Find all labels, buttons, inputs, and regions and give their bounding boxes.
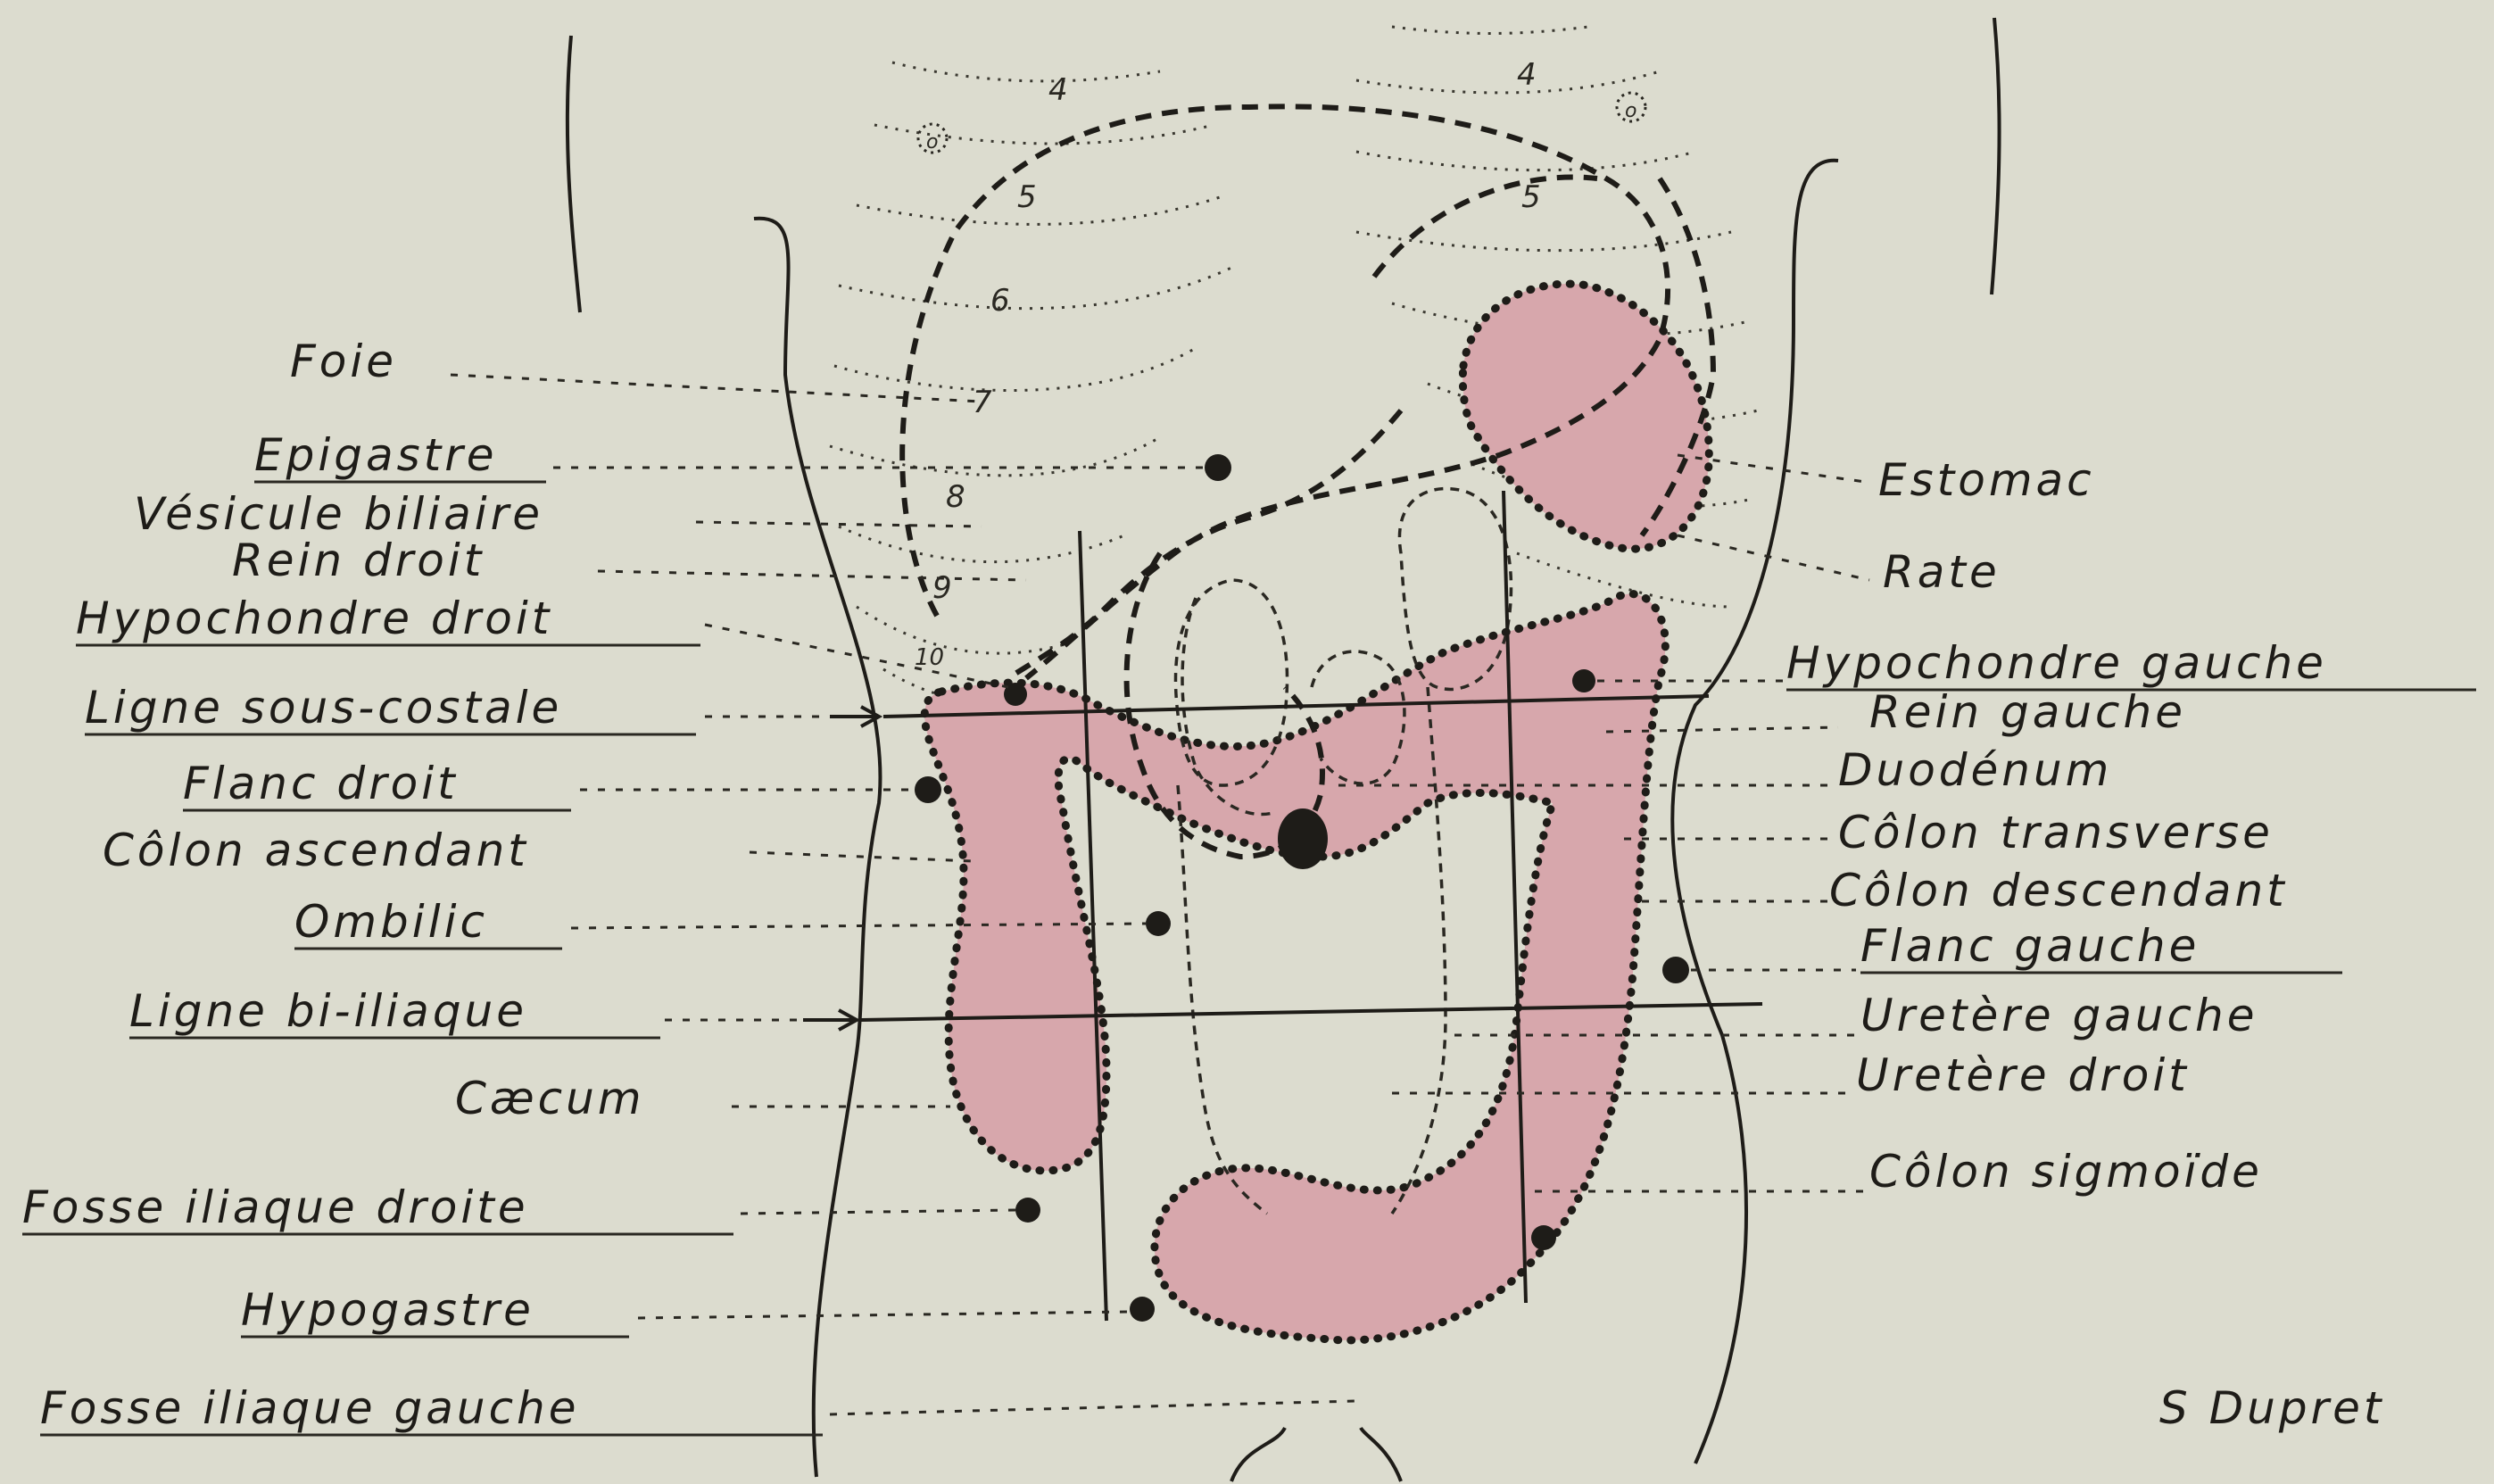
- label-fosse-iliaque-gauche: Fosse iliaque gauche: [40, 1382, 580, 1434]
- rib-number-5-right: 5: [1017, 179, 1037, 215]
- label-epigastre: Epigastre: [254, 429, 498, 481]
- label-duodenum: Duodénum: [1838, 744, 2112, 796]
- rib-number-4-right: 4: [1048, 72, 1068, 108]
- ombilic-mark: [1278, 808, 1328, 869]
- label-uretere-droit: Uretère droit: [1856, 1049, 2190, 1101]
- label-colon-ascendant: Côlon ascendant: [103, 825, 529, 876]
- signature: S Dupret: [2159, 1382, 2384, 1434]
- nipple-left-mark: o: [1625, 100, 1636, 122]
- label-fosse-iliaque-droite: Fosse iliaque droite: [22, 1181, 529, 1233]
- label-colon-transverse: Côlon transverse: [1838, 807, 2274, 858]
- label-colon-sigmoide: Côlon sigmoïde: [1869, 1146, 2263, 1198]
- labels-left: Foie Epigastre Vésicule biliaire Rein dr…: [22, 336, 823, 1435]
- label-rein-gauche: Rein gauche: [1869, 686, 2186, 738]
- label-caecum: Cæcum: [455, 1073, 645, 1124]
- label-ligne-bi-iliaque: Ligne bi-iliaque: [129, 985, 527, 1037]
- rib-number-7-right: 7: [973, 385, 992, 420]
- label-hypochondre-droit: Hypochondre droit: [76, 593, 552, 644]
- label-hypochondre-gauche: Hypochondre gauche: [1786, 637, 2327, 689]
- label-flanc-gauche: Flanc gauche: [1860, 920, 2200, 972]
- rib-number-9-right: 9: [932, 570, 952, 606]
- label-colon-descendant: Côlon descendant: [1829, 865, 2288, 916]
- label-estomac: Estomac: [1878, 454, 2095, 506]
- spleen-shape: [1462, 284, 1709, 549]
- label-flanc-droit: Flanc droit: [183, 758, 459, 809]
- labels-right: Estomac Rate Hypochondre gauche Rein gau…: [1786, 454, 2476, 1198]
- organs: [902, 106, 1713, 1339]
- rib-number-5-left: 5: [1521, 179, 1541, 215]
- label-vesicule-biliaire: Vésicule biliaire: [134, 488, 543, 540]
- rib-number-6-right: 6: [990, 283, 1010, 319]
- rib-number-10-right: 10: [915, 644, 944, 671]
- label-ombilic: Ombilic: [294, 896, 488, 948]
- label-uretere-gauche: Uretère gauche: [1860, 990, 2258, 1041]
- label-ligne-sous-costale: Ligne sous-costale: [85, 682, 562, 734]
- label-rate: Rate: [1883, 546, 2001, 598]
- rib-number-4-left: 4: [1517, 57, 1537, 93]
- label-hypogastre: Hypogastre: [241, 1284, 534, 1336]
- label-foie: Foie: [290, 336, 397, 387]
- nipple-right-mark: o: [926, 131, 938, 153]
- rib-number-8-right: 8: [946, 479, 965, 515]
- label-rein-droit: Rein droit: [232, 535, 485, 586]
